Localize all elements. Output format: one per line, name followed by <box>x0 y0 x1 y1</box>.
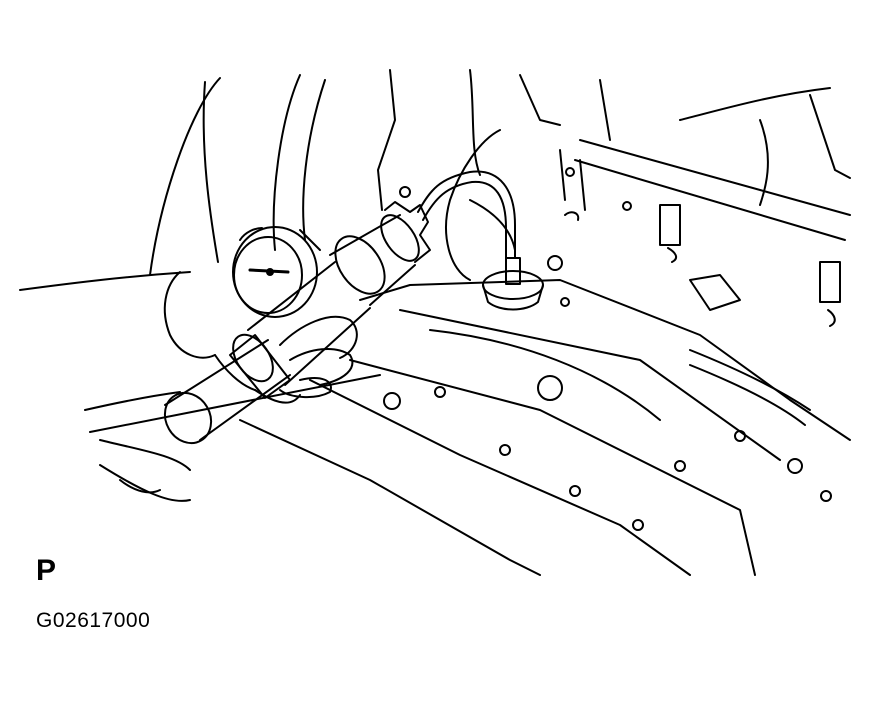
hose-and-clamps <box>559 149 841 426</box>
tester-hose <box>417 170 516 259</box>
radiator-filler-neck <box>445 129 544 311</box>
engine-head-cover <box>239 167 851 576</box>
figure-code: G02617000 <box>36 609 151 632</box>
tester-pump-body <box>163 201 431 445</box>
technician-hand <box>99 271 358 502</box>
engine-bay-lines <box>19 69 851 433</box>
panel-label: P <box>36 554 57 587</box>
pressure-gauge <box>232 226 321 318</box>
